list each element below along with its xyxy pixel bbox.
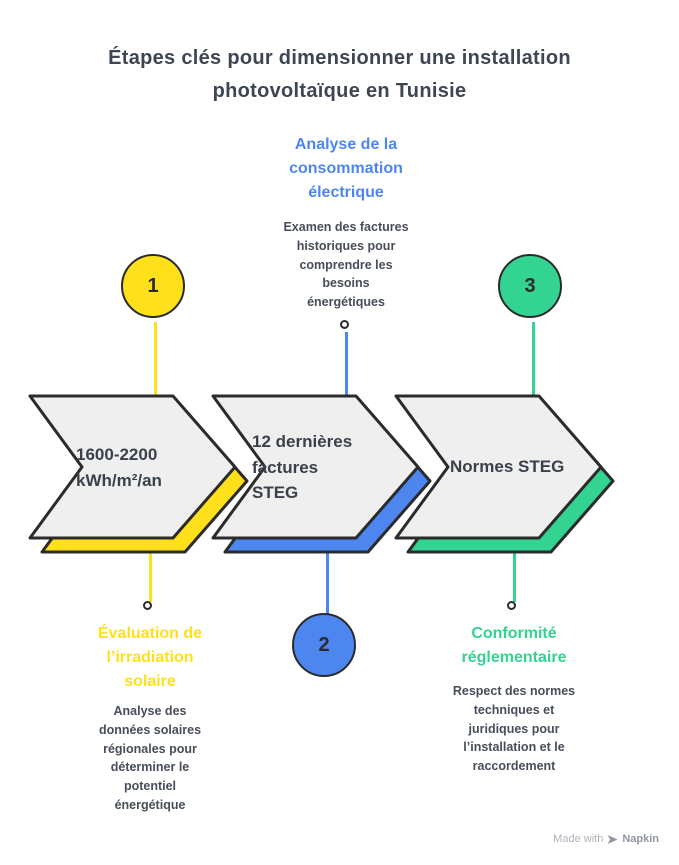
step-3-chevron — [394, 394, 615, 554]
step-2-annotation-line — [345, 332, 348, 398]
napkin-pen-icon — [607, 834, 618, 844]
watermark: Made with Napkin — [553, 833, 659, 845]
step-1-number-line — [154, 322, 157, 398]
step-1-chevron-label: 1600-2200 kWh/m²/an — [76, 445, 162, 490]
step-2-number-line — [326, 544, 329, 614]
step-3-annotation-line — [513, 544, 516, 602]
step-2-description: Examen des factures historiques pour com… — [283, 220, 409, 309]
step-3-number: 3 — [524, 274, 536, 297]
step-3-description: Respect des normes techniques et juridiq… — [452, 684, 576, 773]
step-2-number-circle: 2 — [292, 613, 356, 677]
step-3-heading: Conformité réglementaire — [461, 625, 567, 666]
step-2-number: 2 — [318, 633, 330, 656]
step-1-number-circle: 1 — [121, 254, 185, 318]
step-1-chevron-face — [28, 394, 237, 540]
step-1-description: Analyse des données solaires régionales … — [98, 704, 202, 812]
step-3-number-circle: 3 — [498, 254, 562, 318]
watermark-brand: Napkin — [622, 833, 659, 845]
step-3-chevron-label: Normes STEG — [450, 457, 565, 476]
watermark-prefix: Made with — [553, 833, 604, 845]
step-3-number-line — [532, 322, 535, 398]
step-2-chevron-label: 12 dernières factures STEG — [252, 432, 353, 502]
step-2-connector-endpoint-dot — [340, 320, 349, 329]
step-2-chevron-face — [211, 394, 420, 540]
step-1-chevron — [28, 394, 249, 554]
step-2-heading: Analyse de la consommation électrique — [289, 136, 403, 201]
step-3-connector-endpoint-dot — [507, 601, 516, 610]
step-1-number: 1 — [147, 274, 159, 297]
step-1-heading: Évaluation de l’irradiation solaire — [97, 625, 203, 690]
step-3-chevron-face — [394, 394, 603, 540]
step-2-chevron — [211, 394, 432, 554]
step-1-connector-endpoint-dot — [143, 601, 152, 610]
step-1-annotation-line — [149, 544, 152, 602]
page-title: Étapes clés pour dimensionner une instal… — [108, 47, 571, 102]
